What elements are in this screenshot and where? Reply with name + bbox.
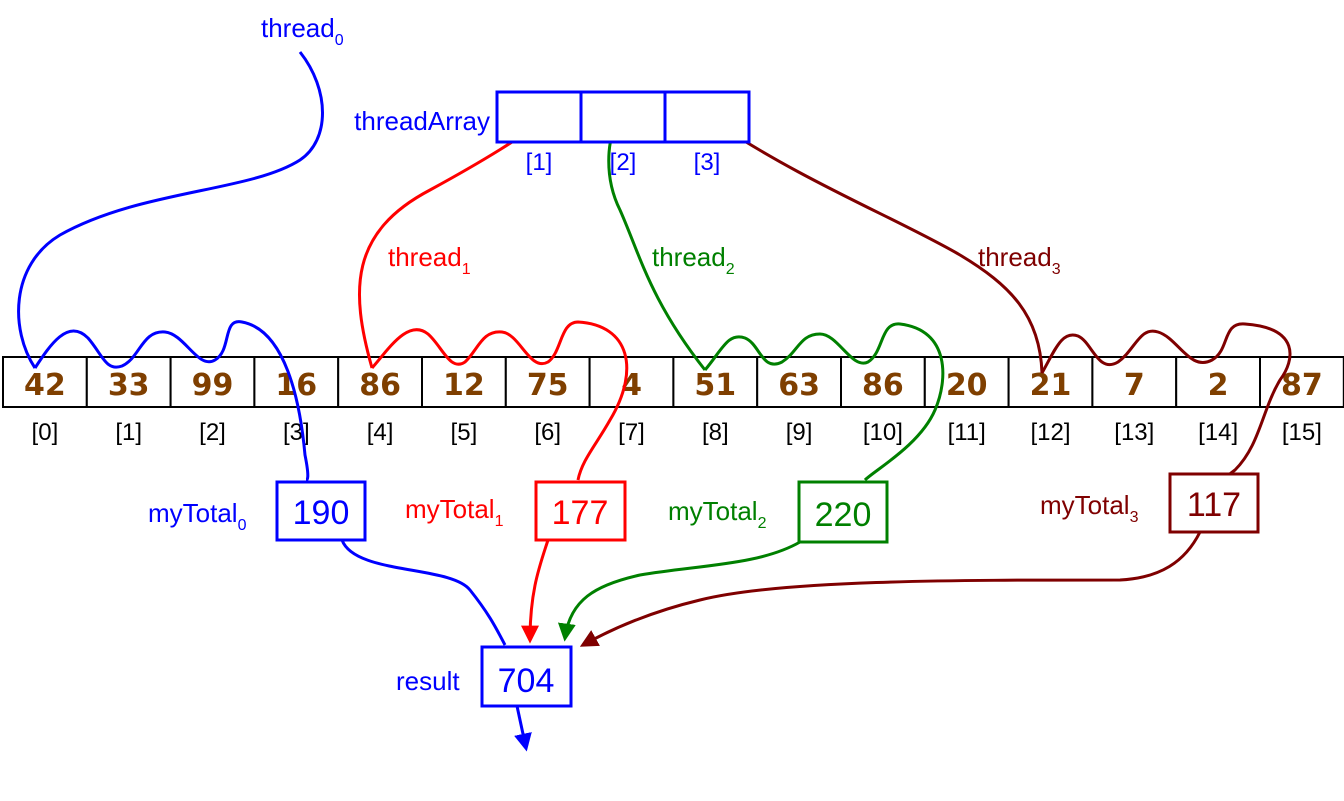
data-array: 42[0]33[1]99[2]16[3]86[4]12[5]75[6]4[7]5… (2, 356, 1344, 446)
thread-array-slot (663, 90, 751, 144)
array-cell (588, 356, 675, 408)
array-cell-value: 99 (192, 368, 234, 403)
array-cell-value: 63 (778, 368, 820, 403)
thread-array: [1] [2] [3] (495, 90, 751, 176)
mytotal1-to-result-arrow (521, 539, 550, 644)
mytotal0-to-result-arrow (340, 539, 507, 646)
result-output-arrow (514, 705, 532, 752)
array-cell-index: [10] (863, 419, 903, 446)
array-cell-index: [15] (1282, 419, 1322, 446)
array-cell-index: [2] (199, 419, 226, 446)
mytotal3-to-result-arrow (579, 531, 1202, 647)
array-cell-index: [1] (115, 419, 142, 446)
mytotal2-label: myTotal2 (668, 496, 767, 532)
mytotal3-box (1168, 472, 1260, 534)
thread3-label: thread3 (978, 242, 1061, 278)
array-cell (756, 356, 843, 408)
array-cell-index: [7] (618, 419, 645, 446)
thread2-label: thread2 (652, 242, 735, 278)
thread-array-label: threadArray (354, 106, 490, 136)
thread1-label: thread1 (388, 242, 471, 278)
thread0-pointer-path (17, 51, 324, 369)
array-cell-index: [13] (1114, 419, 1154, 446)
thread-array-slot-index: [2] (610, 149, 637, 176)
array-cell-index: [4] (367, 419, 394, 446)
mytotal1-box (534, 480, 627, 542)
array-cell-value: 42 (24, 368, 66, 403)
thread-array-slot-index: [1] (526, 149, 553, 176)
array-cell-index: [8] (702, 419, 729, 446)
array-cell-value: 12 (443, 368, 485, 403)
mytotal0: myTotal0 190 (148, 480, 367, 542)
mytotal0-value: 190 (293, 494, 350, 532)
array-cell-value: 33 (108, 368, 150, 403)
thread-array-slot-index: [3] (694, 149, 721, 176)
mytotal2-box (797, 480, 889, 544)
array-cell (2, 356, 88, 408)
thread-array-slot (495, 90, 583, 144)
array-cell-index: [0] (32, 419, 59, 446)
array-cell (1259, 356, 1344, 408)
mytotal2-to-result-arrow (557, 540, 801, 642)
array-cell-index: [11] (948, 419, 986, 446)
result-label: result (396, 666, 460, 696)
mytotal1: myTotal1 177 (405, 480, 627, 542)
array-cell-index: [12] (1030, 419, 1070, 446)
mytotal2: myTotal2 220 (668, 480, 889, 544)
result: result 704 (396, 645, 573, 708)
mytotal1-value: 177 (552, 494, 609, 532)
mytotal3-value: 117 (1187, 486, 1241, 524)
array-cell-index: [3] (283, 419, 310, 446)
result-value: 704 (498, 662, 555, 700)
thread3-pointer-path (711, 118, 1044, 374)
array-cell-value: 20 (946, 368, 988, 403)
mytotal0-box (275, 480, 367, 542)
array-cell (421, 356, 507, 408)
array-cell-value: 7 (1124, 368, 1145, 403)
mytotal0-label: myTotal0 (148, 498, 247, 534)
thread1-traversal-wave (370, 320, 629, 481)
array-cell-value: 75 (527, 368, 569, 403)
array-cell-index: [14] (1198, 419, 1238, 446)
thread-array-slot (579, 90, 667, 144)
array-cell (169, 356, 256, 408)
thread0-label: thread0 (261, 13, 344, 49)
thread2-traversal-wave (703, 322, 945, 482)
thread0-traversal-wave (33, 320, 310, 482)
array-cell-value: 86 (862, 368, 904, 403)
thread2-pointer-path (607, 116, 707, 371)
array-cell-index: [5] (451, 419, 478, 446)
array-cell-index: [9] (786, 419, 813, 446)
array-cell (840, 356, 926, 408)
array-cell-value: 2 (1208, 368, 1229, 403)
array-cell-value: 87 (1281, 368, 1323, 403)
thread3-traversal-wave (1040, 322, 1292, 482)
result-box (480, 645, 573, 708)
array-cell-value: 51 (694, 368, 736, 403)
mytotal3: myTotal3 117 (1040, 472, 1260, 534)
mytotal2-value: 220 (815, 496, 872, 534)
array-cell (85, 356, 172, 408)
array-cell-value: 86 (359, 368, 401, 403)
mytotal1-label: myTotal1 (405, 494, 504, 530)
array-cell-index: [6] (534, 419, 561, 446)
mytotal3-label: myTotal3 (1040, 490, 1139, 526)
array-cell-value: 21 (1030, 368, 1072, 403)
